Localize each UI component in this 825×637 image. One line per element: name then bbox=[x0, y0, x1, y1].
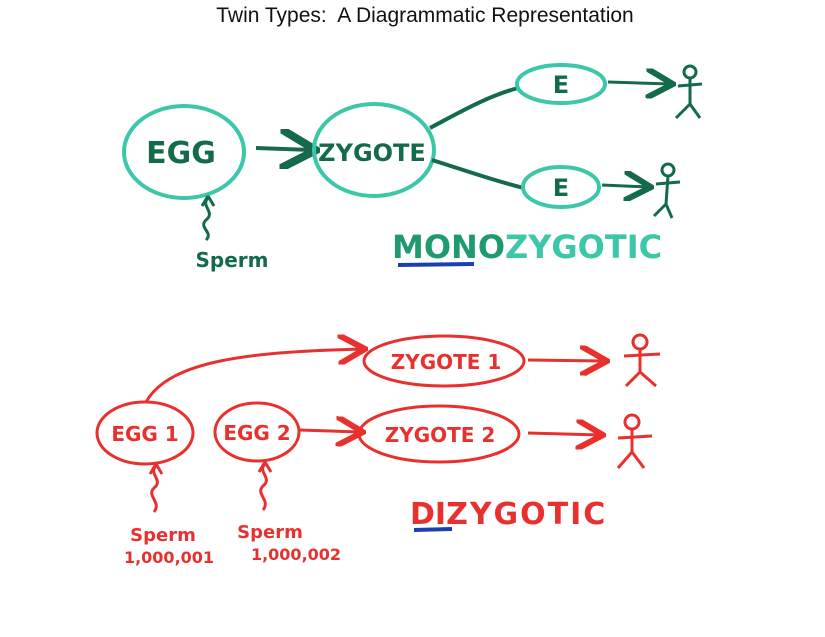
sperm1-label: Sperm bbox=[130, 525, 196, 546]
sperm2-label: Sperm bbox=[237, 522, 303, 543]
sperm2-squiggle bbox=[257, 461, 273, 511]
monozygotic-prefix: MONO bbox=[392, 228, 505, 266]
dizygotic-suffix: ZYGOTIC bbox=[446, 497, 607, 532]
zygote2-label: ZYGOTE 2 bbox=[385, 423, 496, 447]
egg2-label: EGG 2 bbox=[223, 421, 290, 445]
zygote-label: ZYGOTE bbox=[318, 139, 426, 167]
monozygotic-suffix: ZYGOTIC bbox=[505, 228, 662, 266]
arrow-egg2-to-zygote2 bbox=[299, 430, 360, 432]
arrow-egg1-to-zygote1 bbox=[144, 349, 362, 403]
monozygotic-label: MONOZYGOTIC bbox=[392, 228, 662, 266]
monozygotic-section: EGG ZYGOTE E E bbox=[122, 63, 703, 272]
embryo-bottom-label: E bbox=[553, 174, 569, 202]
zygote2-node bbox=[357, 404, 521, 464]
sperm-label: Sperm bbox=[196, 248, 269, 272]
sperm1-count: 1,000,001 bbox=[124, 548, 214, 567]
egg-label: EGG bbox=[146, 136, 216, 171]
embryo-bottom-node bbox=[521, 165, 601, 209]
egg1-label: EGG 1 bbox=[111, 422, 178, 446]
dizygotic-underline bbox=[413, 527, 453, 532]
sperm1-squiggle bbox=[148, 463, 164, 513]
arrow-to-twin-top bbox=[607, 82, 670, 84]
arrow-to-twin-bottom bbox=[601, 185, 648, 187]
dizygotic-section: EGG 1 EGG 2 ZYGOTE 1 ZYGOTE 2 bbox=[95, 333, 661, 567]
egg1-node bbox=[95, 400, 195, 466]
embryo-top-label: E bbox=[553, 71, 569, 99]
di-twin-figure-top bbox=[623, 333, 661, 388]
zygote1-label: ZYGOTE 1 bbox=[391, 350, 502, 374]
di-twin-figure-bottom bbox=[616, 413, 653, 469]
sperm2-count: 1,000,002 bbox=[251, 545, 341, 564]
arrow-to-di-twin-bottom bbox=[527, 433, 600, 435]
zygote-node bbox=[312, 102, 436, 198]
sperm-squiggle bbox=[200, 195, 216, 242]
arrow-to-di-twin-top bbox=[527, 360, 604, 361]
arrow-egg-to-zygote bbox=[255, 148, 312, 150]
page-title: Twin Types: A Diagrammatic Representatio… bbox=[216, 4, 634, 27]
branch-bottom bbox=[431, 158, 525, 190]
dizygotic-prefix: DI bbox=[410, 497, 446, 532]
zygote1-node bbox=[362, 334, 526, 388]
dizygotic-label: DIZYGOTIC bbox=[410, 497, 607, 532]
egg2-node bbox=[213, 401, 301, 463]
egg-node bbox=[122, 104, 246, 200]
monozygotic-underline bbox=[397, 262, 475, 267]
embryo-top-node bbox=[515, 63, 607, 105]
branch-top bbox=[429, 86, 519, 130]
twin-figure-top bbox=[674, 64, 703, 120]
twin-figure-bottom bbox=[652, 162, 681, 219]
